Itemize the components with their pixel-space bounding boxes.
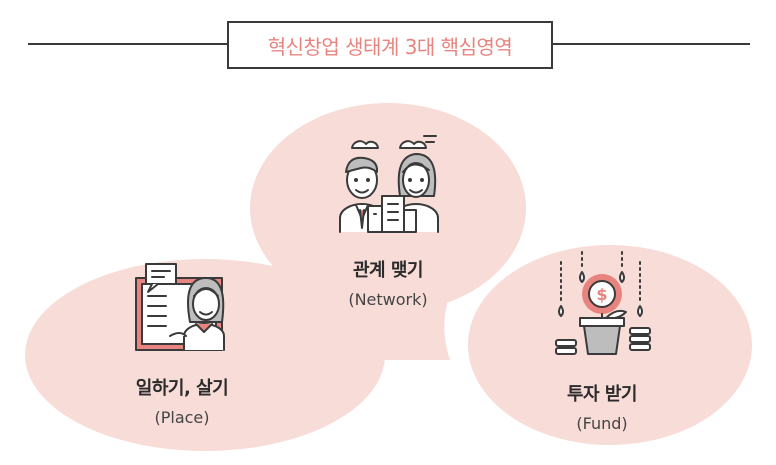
area-label-network: 관계 맺기 (Network) [308,256,468,309]
area-subtitle-network: (Network) [348,290,428,309]
money-plant-icon: $ [555,251,651,355]
area-title-network: 관계 맺기 [352,260,424,281]
svg-text:$: $ [596,285,607,304]
business-people-icon [339,135,439,233]
blob-bridge [300,250,480,360]
worker-at-board-icon [135,263,225,351]
page-title: 혁신창업 생태계 3대 핵심영역 [227,21,553,69]
area-label-place: 일하기, 살기 (Place) [102,374,262,427]
title-rule-right [552,43,750,45]
area-subtitle-place: (Place) [154,408,210,427]
area-title-fund: 투자 받기 [566,384,638,405]
blob-place [25,259,385,451]
title-rule-left [28,43,228,45]
area-title-place: 일하기, 살기 [135,378,229,399]
area-label-fund: 투자 받기 (Fund) [522,380,682,433]
page-title-text: 혁신창업 생태계 3대 핵심영역 [267,34,513,59]
area-subtitle-fund: (Fund) [576,414,628,433]
